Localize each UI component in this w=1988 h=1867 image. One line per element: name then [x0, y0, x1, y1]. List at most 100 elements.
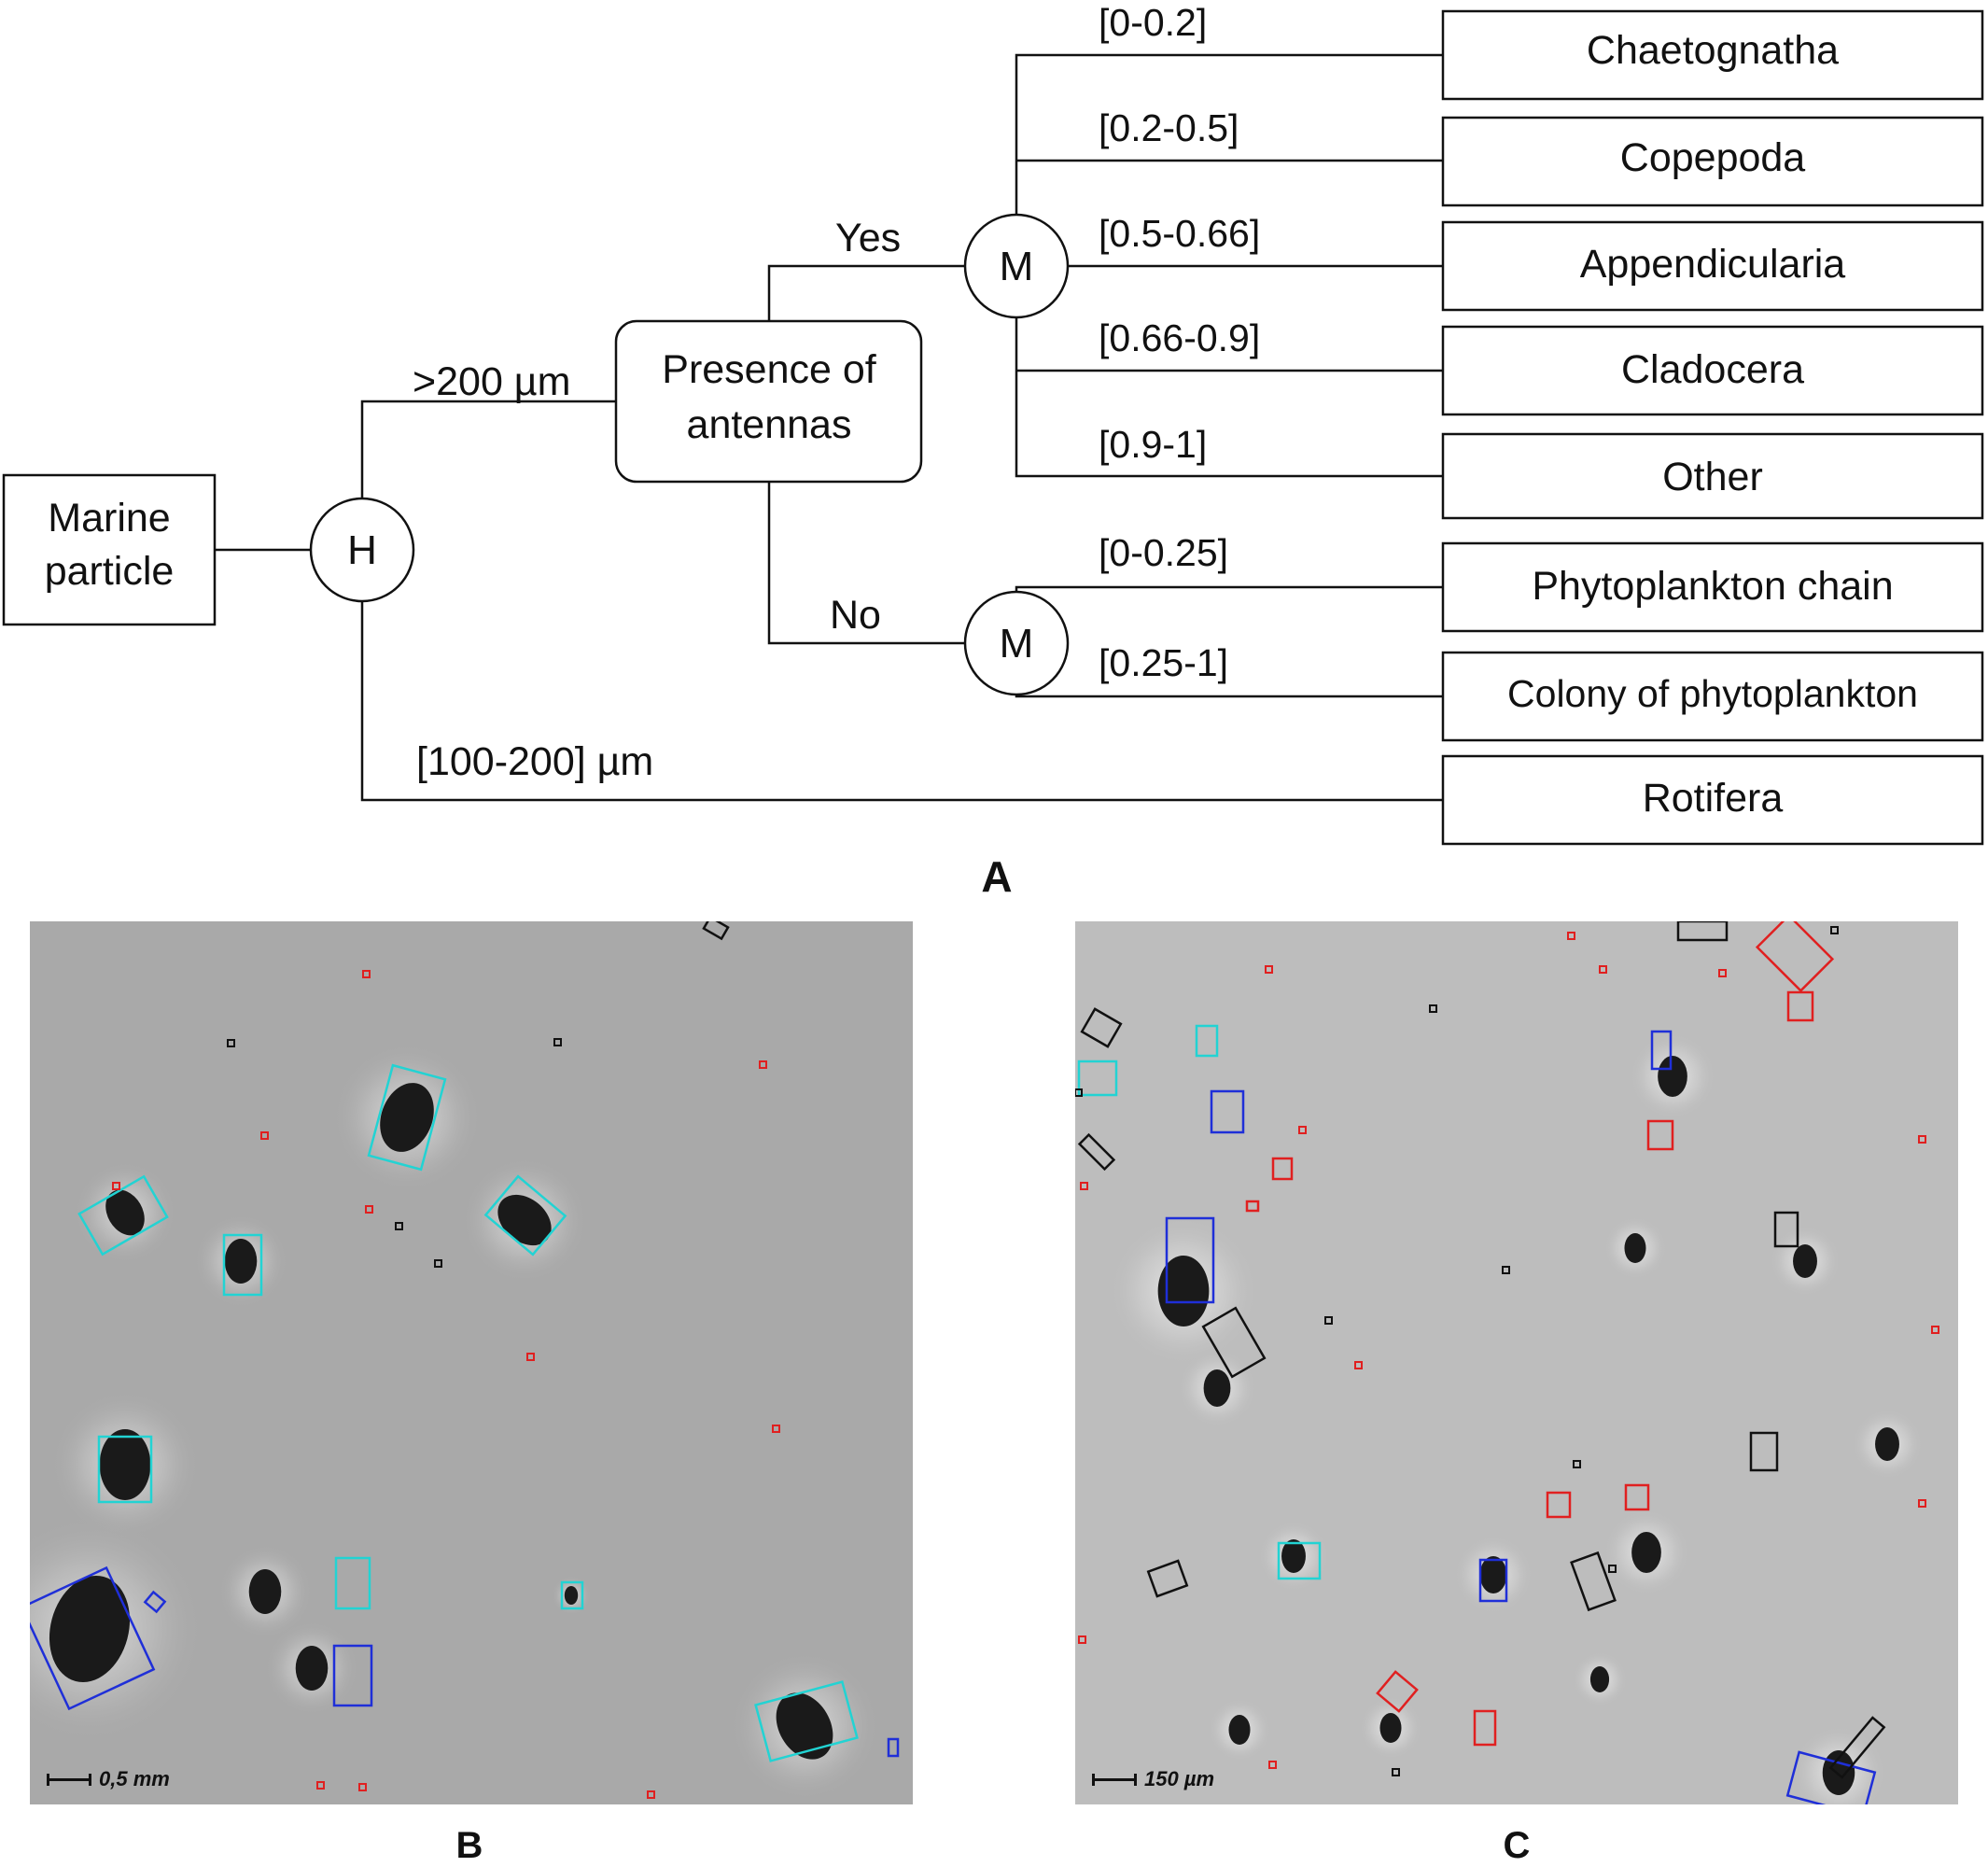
- small-particle-box: [1078, 1635, 1086, 1644]
- small-particle-box: [1718, 969, 1727, 977]
- organism-silhouette: [1228, 1715, 1251, 1745]
- panel-b-scene: [30, 921, 900, 1801]
- h-node-circle: [309, 497, 415, 603]
- detection-box: [332, 1644, 373, 1707]
- detection-box: [30, 1565, 156, 1711]
- organism-silhouette: [1479, 1556, 1507, 1593]
- panel-label-a: A: [981, 852, 1013, 901]
- small-particle-box: [1324, 1316, 1333, 1325]
- small-particle-box: [1298, 1126, 1307, 1134]
- organism-silhouette: [1157, 1256, 1210, 1327]
- small-particle-box: [1599, 965, 1607, 974]
- detection-box: [97, 1435, 153, 1504]
- detection-box: [1546, 1491, 1572, 1519]
- organism-silhouette: [1203, 1369, 1231, 1407]
- no-label: No: [830, 593, 881, 638]
- organism-silhouette: [1379, 1713, 1402, 1743]
- detection-box: [1077, 1060, 1118, 1097]
- detection-box: [1210, 1089, 1245, 1134]
- detection-box: [1473, 1709, 1497, 1747]
- scale-bar-label: 150 µm: [1144, 1767, 1215, 1790]
- organism-silhouette: [380, 1083, 434, 1152]
- class-box: [1441, 220, 1984, 312]
- detection-box: [1624, 1483, 1650, 1511]
- organism-silhouette: [99, 1429, 151, 1500]
- small-particle-box: [1075, 1088, 1083, 1097]
- class-box: [1441, 116, 1984, 207]
- small-particle-box: [759, 1060, 767, 1069]
- panel-c-scene: [1075, 921, 1939, 1804]
- detection-box: [1646, 1119, 1674, 1151]
- panel-label-c: C: [1503, 1825, 1531, 1866]
- small-particle-box: [1830, 926, 1839, 934]
- range-label: [0.66-0.9]: [1099, 316, 1260, 359]
- small-particle-box: [1918, 1499, 1926, 1508]
- small-particle-box: [1567, 932, 1575, 940]
- small-particle-box: [1354, 1361, 1363, 1369]
- small-particle-box: [1931, 1326, 1939, 1334]
- class-box: [1441, 651, 1984, 742]
- detection-box: [1195, 1024, 1219, 1058]
- class-label-appendicularia: Appendicularia: [1580, 242, 1846, 287]
- detection-box: [702, 921, 730, 941]
- small-particle-box: [772, 1425, 780, 1433]
- detection-box: [1828, 1716, 1886, 1779]
- detection-box: [1271, 1157, 1294, 1181]
- range-label: [0.5-0.66]: [1099, 212, 1260, 255]
- organism-silhouette: [49, 1575, 131, 1683]
- organism-silhouette: [1875, 1427, 1899, 1461]
- class-label-colony-of-phytoplankton: Colony of phytoplankton: [1507, 672, 1918, 715]
- detection-box: [1676, 921, 1729, 942]
- root-label-line2: particle: [45, 549, 175, 594]
- panel-b-image: 0,5 mm: [30, 921, 913, 1804]
- small-particle-box: [362, 970, 371, 978]
- organism-silhouette: [776, 1692, 833, 1760]
- detection-box: [754, 1680, 859, 1762]
- range-label: [0.25-1]: [1099, 641, 1228, 684]
- panel-c-image: 150 µm: [1075, 921, 1958, 1804]
- detection-box: [1146, 1559, 1189, 1598]
- range-label: [0.9-1]: [1099, 423, 1207, 466]
- m-node-yes-label: M: [1000, 244, 1034, 289]
- root-label-line1: Marine: [48, 496, 170, 540]
- detection-box: [367, 1063, 447, 1172]
- organism-silhouette: [1658, 1056, 1687, 1097]
- scale-bar-line: [1092, 1773, 1137, 1786]
- antennas-question-box: [614, 319, 923, 484]
- class-label-chaetognatha: Chaetognatha: [1587, 28, 1839, 73]
- yes-label: Yes: [835, 216, 901, 260]
- detection-box: [1376, 1670, 1419, 1713]
- small-particle-box: [526, 1353, 535, 1361]
- detection-box: [483, 1174, 567, 1256]
- class-box: [1441, 325, 1984, 416]
- detection-box: [1786, 990, 1814, 1022]
- class-label-cladocera: Cladocera: [1621, 347, 1804, 392]
- small-particle-box: [553, 1038, 562, 1046]
- detection-box: [1773, 1211, 1799, 1248]
- small-particle-box: [365, 1205, 373, 1214]
- size-large-label: >200 µm: [413, 359, 570, 404]
- small-particle-box: [1080, 1182, 1088, 1190]
- class-label-other: Other: [1662, 455, 1763, 499]
- class-box: [1441, 432, 1984, 520]
- organism-silhouette: [497, 1194, 552, 1246]
- detection-box: [1165, 1216, 1215, 1304]
- organism-silhouette: [248, 1569, 282, 1614]
- organism-silhouette: [295, 1646, 329, 1691]
- small-particle-box: [316, 1781, 325, 1790]
- class-box: [1441, 9, 1984, 101]
- antennas-question-line2: antennas: [687, 402, 852, 447]
- classification-tree: Marine particle H >200 µm [100-200] µm P…: [2, 1, 1984, 846]
- small-particle-box: [112, 1182, 120, 1190]
- small-particle-box: [1268, 1761, 1277, 1769]
- root-box: [2, 473, 217, 626]
- organism-silhouette: [1631, 1532, 1661, 1573]
- small-particle-box: [1265, 965, 1273, 974]
- panel-b-scale-bar: 0,5 mm: [47, 1767, 170, 1791]
- small-particle-box: [1918, 1135, 1926, 1144]
- small-particle-box: [358, 1783, 367, 1791]
- detection-box: [222, 1233, 263, 1297]
- small-particle-box: [260, 1131, 269, 1140]
- organism-silhouette: [224, 1239, 258, 1284]
- small-particle-box: [1392, 1768, 1400, 1776]
